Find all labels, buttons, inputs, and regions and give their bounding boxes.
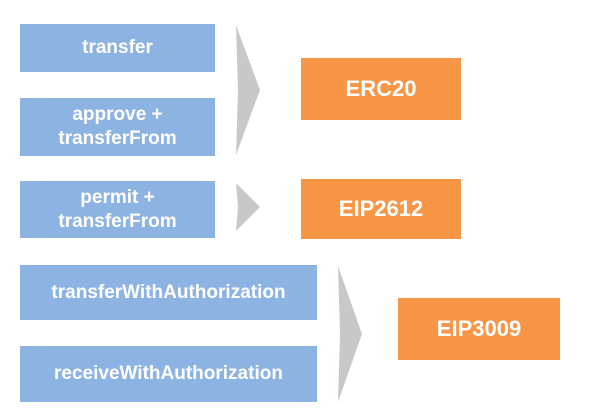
method-box-receivewithauthorization: receiveWithAuthorization [20, 346, 317, 402]
standard-box-erc20: ERC20 [301, 58, 461, 120]
method-label-line: permit + [80, 186, 155, 208]
standard-box-eip2612: EIP2612 [301, 179, 461, 239]
standard-label: EIP2612 [338, 196, 424, 222]
method-box-permit-transferfrom: permit + transferFrom [20, 181, 215, 238]
method-label: permit + transferFrom [58, 186, 176, 234]
chevron-arrow-icon [236, 25, 260, 155]
method-label: approve + transferFrom [58, 103, 176, 151]
chevron-arrow-icon [236, 183, 260, 231]
chevron-arrow-icon [338, 266, 362, 402]
chevron-arrow-shape [236, 183, 260, 231]
method-label: transferWithAuthorization [51, 281, 286, 303]
standard-label: ERC20 [345, 76, 417, 102]
standard-label: EIP3009 [436, 316, 522, 342]
method-label: transfer [82, 37, 153, 59]
method-label-line: approve + [72, 104, 163, 126]
method-label-line: transferFrom [58, 210, 177, 232]
chevron-arrow-shape [338, 266, 362, 402]
chevron-arrow-shape [236, 25, 260, 155]
method-box-transfer: transfer [20, 24, 215, 72]
standard-box-eip3009: EIP3009 [398, 298, 560, 360]
method-box-approve-transferfrom: approve + transferFrom [20, 98, 215, 156]
method-label-line: transferFrom [58, 128, 177, 149]
method-box-transferwithauthorization: transferWithAuthorization [20, 265, 317, 320]
method-label: receiveWithAuthorization [54, 363, 283, 385]
